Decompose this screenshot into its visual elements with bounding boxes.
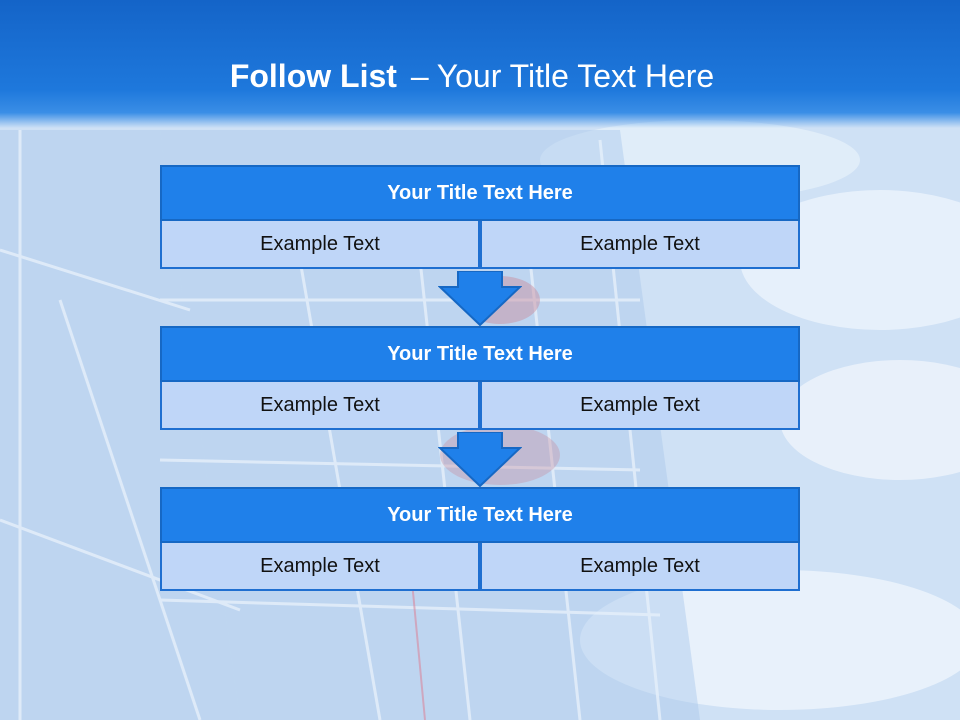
block-cell-right: Example Text — [480, 221, 800, 269]
title-bar: Follow List–Your Title Text Here — [0, 0, 960, 128]
title-rest: Your Title Text Here — [436, 58, 715, 94]
block-cells: Example Text Example Text — [160, 382, 800, 430]
block-cells: Example Text Example Text — [160, 221, 800, 269]
block-title: Your Title Text Here — [160, 487, 800, 543]
title-separator: – — [410, 58, 429, 94]
title-bold: Follow List — [229, 58, 397, 94]
list-block-3: Your Title Text Here Example Text Exampl… — [160, 487, 800, 591]
block-cell-right: Example Text — [480, 382, 800, 430]
list-block-1: Your Title Text Here Example Text Exampl… — [160, 165, 800, 269]
down-arrow-icon — [438, 271, 522, 327]
down-arrow-icon — [438, 432, 522, 488]
block-cell-right: Example Text — [480, 543, 800, 591]
block-title: Your Title Text Here — [160, 165, 800, 221]
slide-title: Follow List–Your Title Text Here — [0, 56, 944, 96]
block-cells: Example Text Example Text — [160, 543, 800, 591]
block-cell-left: Example Text — [160, 543, 480, 591]
block-cell-left: Example Text — [160, 382, 480, 430]
block-cell-left: Example Text — [160, 221, 480, 269]
list-block-2: Your Title Text Here Example Text Exampl… — [160, 326, 800, 430]
block-title: Your Title Text Here — [160, 326, 800, 382]
